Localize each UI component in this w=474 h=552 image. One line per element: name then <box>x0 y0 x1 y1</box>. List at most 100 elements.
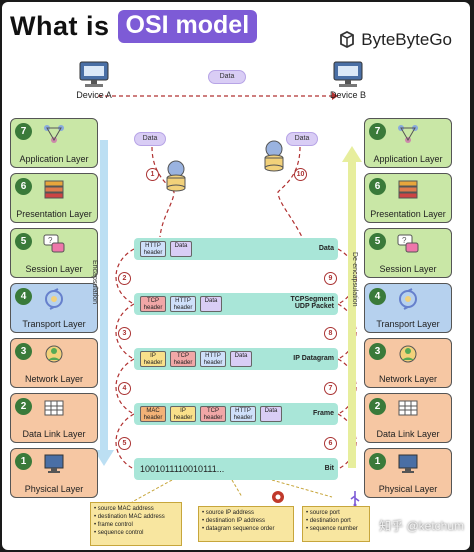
layer-label: Data Link Layer <box>376 429 440 439</box>
layer-5: 5? Session Layer <box>364 228 452 278</box>
header-chip: Data <box>230 351 252 367</box>
layer-label: Transport Layer <box>376 319 440 329</box>
transport-cycle-icon <box>42 288 66 310</box>
watermark: 知乎 @ketchum <box>379 519 464 533</box>
info-line: • sequence control <box>94 530 144 536</box>
layer-label: Physical Layer <box>24 484 84 494</box>
header-chip: HTTP header <box>170 296 196 312</box>
layer-number: 5 <box>369 233 386 250</box>
layer-label: Network Layer <box>24 374 84 384</box>
stacked-layers-icon <box>42 178 66 200</box>
info-line: • source MAC address <box>94 506 154 512</box>
header-chip: TCP header <box>200 406 226 422</box>
title-prefix: What is <box>10 10 110 41</box>
device-b: Device B <box>322 60 374 100</box>
header-chip: HTTP header <box>230 406 256 422</box>
network-globe-icon <box>396 343 420 365</box>
step-marker: 9 <box>324 272 337 285</box>
info-line: • sequence number <box>306 526 358 532</box>
header-chip: TCP header <box>140 296 166 312</box>
layer-label: Application Layer <box>19 154 89 164</box>
computer-icon <box>79 61 109 87</box>
layer-label: Physical Layer <box>378 484 438 494</box>
page-title: What is OSI model <box>10 8 258 44</box>
info-box-ip: • source IP address • destination IP add… <box>198 506 294 542</box>
info-line: • source port <box>306 510 340 516</box>
encapsulation-label: Encapsulation <box>91 260 98 304</box>
step-marker: 6 <box>324 437 337 450</box>
device-a-label: Device A <box>76 90 112 100</box>
header-chip: Data <box>170 241 192 257</box>
header-chip: HTTP header <box>140 241 166 257</box>
bytebytego-logo-icon <box>340 31 355 49</box>
data-link-grid-icon <box>396 398 420 420</box>
layer-number: 6 <box>15 178 32 195</box>
header-chip: Data <box>260 406 282 422</box>
de-encapsulation-label: De-encapsulation <box>351 252 358 307</box>
device-a: Device A <box>68 60 120 100</box>
layer-label: Session Layer <box>25 264 83 274</box>
layer-number: 3 <box>369 343 386 360</box>
data-link-grid-icon <box>42 398 66 420</box>
data-pill-top: Data <box>208 70 246 84</box>
step-marker: 10 <box>294 168 307 181</box>
svg-text:?: ? <box>402 236 407 245</box>
layer-number: 4 <box>15 288 32 305</box>
title-highlight: OSI model <box>117 9 258 43</box>
header-chip: TCP header <box>170 351 196 367</box>
layer-number: 1 <box>369 453 386 470</box>
layer-label: Data Link Layer <box>22 429 86 439</box>
layer-number: 3 <box>15 343 32 360</box>
packet-row: 1001011110010111...Bit <box>134 458 338 480</box>
brand-name: ByteByteGo <box>361 30 452 49</box>
data-pill-right: Data <box>286 132 318 146</box>
step-marker: 2 <box>118 272 131 285</box>
network-nodes-icon <box>396 123 420 145</box>
info-line: • datagram sequence order <box>202 526 275 532</box>
header-chip: Data <box>200 296 222 312</box>
network-nodes-icon <box>42 123 66 145</box>
info-box-mac: • source MAC address • destination MAC a… <box>90 502 182 546</box>
layer-number: 4 <box>369 288 386 305</box>
layer-label: Presentation Layer <box>16 209 92 219</box>
computer-icon <box>333 61 363 87</box>
usb-icon <box>350 491 360 506</box>
layer-label: Network Layer <box>378 374 438 384</box>
packet-row-label: TCPSegment UDP Packet <box>290 296 334 310</box>
info-line: • source IP address <box>202 510 255 516</box>
header-chip: MAC header <box>140 406 166 422</box>
step-marker: 8 <box>324 327 337 340</box>
layer-number: 7 <box>369 123 386 140</box>
device-b-label: Device B <box>329 90 366 100</box>
layer-number: 2 <box>15 398 32 415</box>
chat-bubble-icon: ? <box>42 233 66 255</box>
layer-label: Session Layer <box>379 264 437 274</box>
layer-number: 5 <box>15 233 32 250</box>
data-pill-left: Data <box>134 132 166 146</box>
header-chip: HTTP header <box>200 351 226 367</box>
layer-number: 2 <box>369 398 386 415</box>
layer-number: 7 <box>15 123 32 140</box>
monitor-icon <box>396 453 420 475</box>
info-line: • destination MAC address <box>94 514 165 520</box>
packet-row-label: Frame <box>312 410 334 417</box>
transport-cycle-icon <box>396 288 420 310</box>
layer-number: 1 <box>15 453 32 470</box>
packet-row-label: Bit <box>324 465 334 472</box>
step-marker: 5 <box>118 437 131 450</box>
location-pin-icon <box>272 491 284 503</box>
packet-row-label: IP Datagram <box>293 355 334 362</box>
